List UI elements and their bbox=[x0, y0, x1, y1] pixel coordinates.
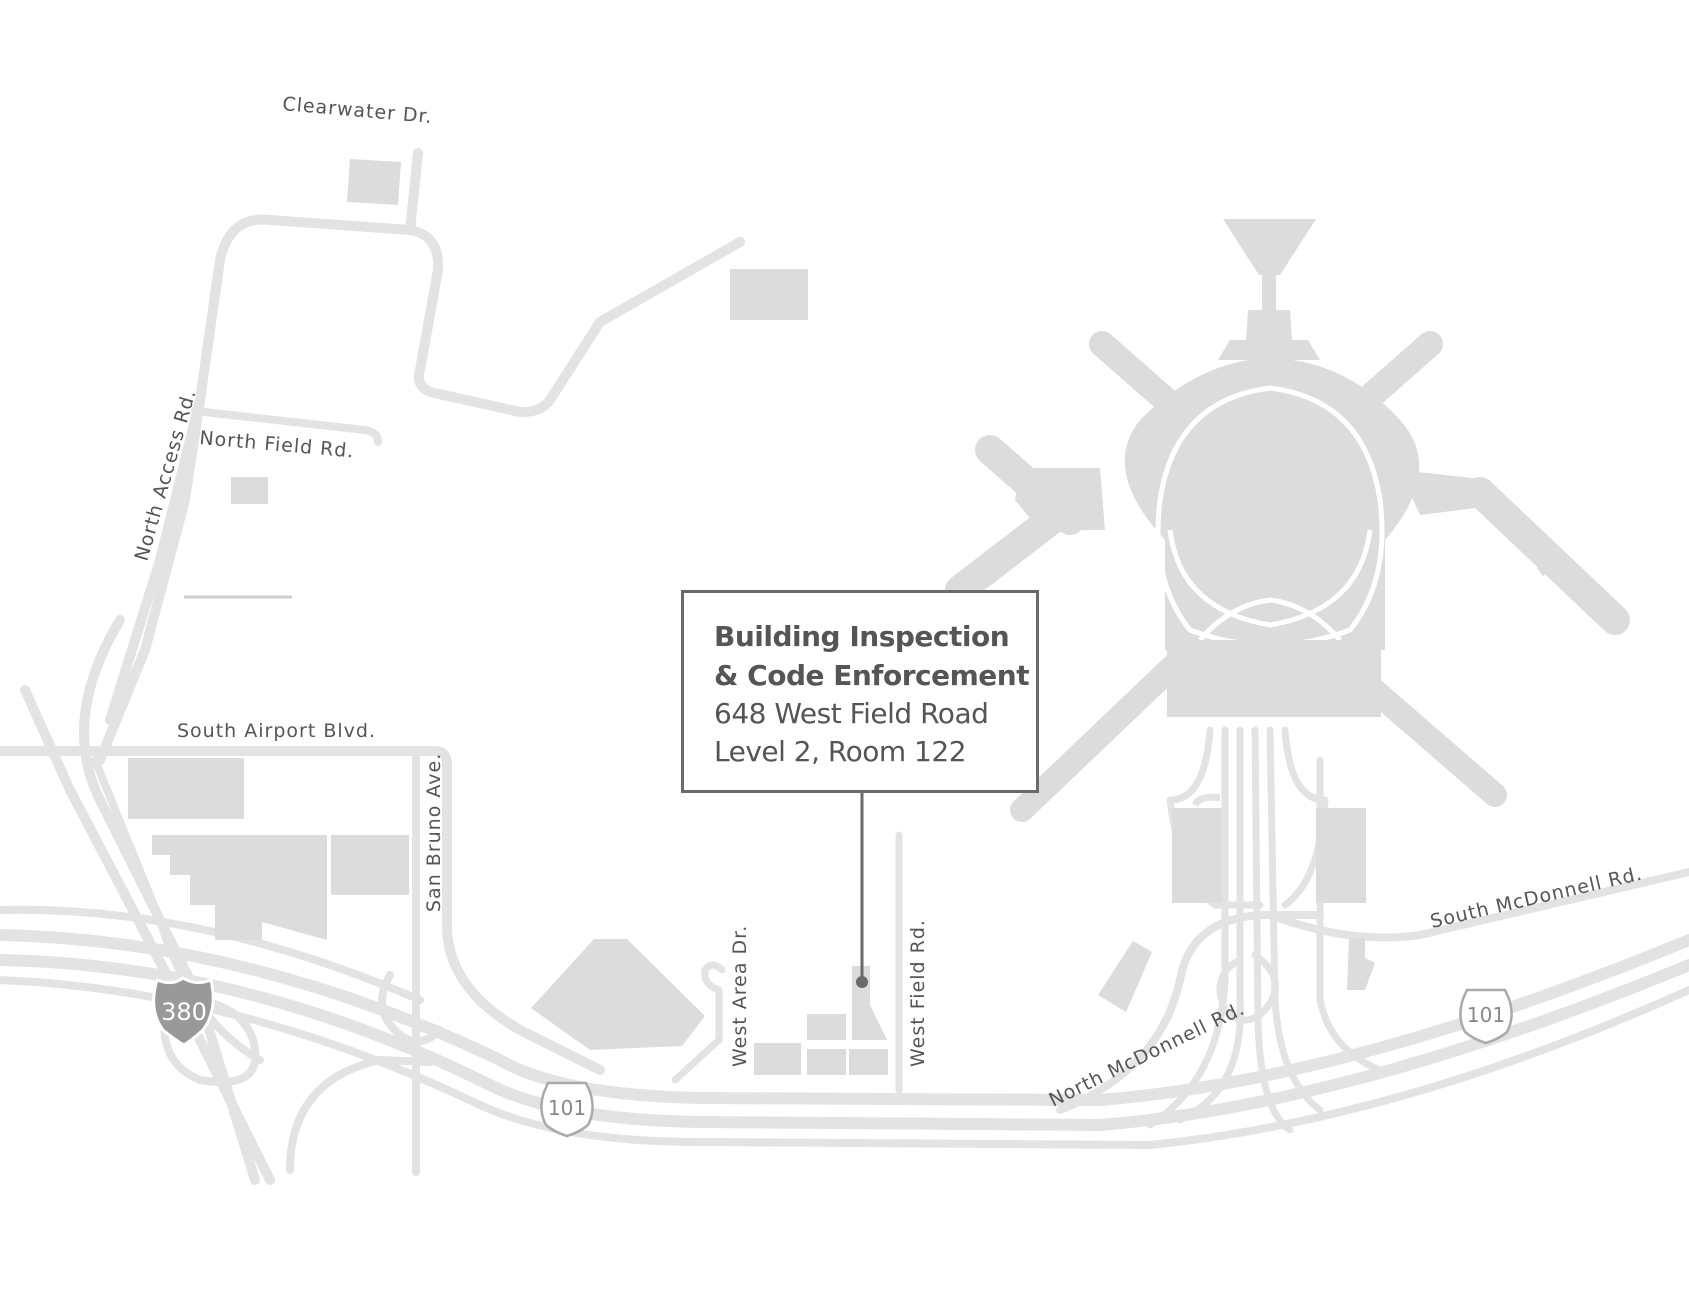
hwy-380-a bbox=[79, 615, 260, 1185]
road-network bbox=[0, 148, 1689, 1185]
shield-101-east-label: 101 bbox=[1467, 1003, 1505, 1027]
building-sab-2 bbox=[152, 835, 327, 940]
road-terminal-access-3 bbox=[1266, 726, 1324, 1114]
road-north-access bbox=[95, 395, 205, 765]
hwy-101-a bbox=[0, 929, 1689, 1106]
buildings bbox=[128, 159, 1375, 1075]
label-south-mcdonnell: South McDonnell Rd. bbox=[1428, 863, 1644, 933]
hwy-101-d bbox=[0, 905, 424, 1004]
us-route-shield-icon bbox=[1459, 988, 1513, 1045]
hwy-ramp-sw bbox=[286, 1056, 434, 1174]
building-wf-1 bbox=[754, 1043, 801, 1075]
location-callout: Building Inspection & Code Enforcement 6… bbox=[681, 590, 1039, 793]
concourse-w-block bbox=[1015, 468, 1105, 530]
tower-base bbox=[1246, 310, 1292, 340]
concourse-w-pier bbox=[945, 502, 1070, 605]
callout-address-line1: 648 West Field Road bbox=[714, 697, 989, 730]
building-east-small bbox=[1347, 938, 1375, 990]
label-clearwater: Clearwater Dr. bbox=[282, 93, 434, 128]
shield-interstate-380: 380 bbox=[152, 976, 215, 1047]
concourse-e-block bbox=[1400, 470, 1500, 515]
hwy-ramp-west bbox=[160, 986, 260, 1086]
concourse-e-stub-2 bbox=[1537, 550, 1566, 577]
building-sab-3 bbox=[331, 835, 409, 895]
callout-title-line1: Building Inspection bbox=[714, 620, 1010, 653]
tower-top bbox=[1223, 219, 1316, 275]
label-san-bruno: San Bruno Ave. bbox=[423, 753, 445, 912]
road-clearwater-loop bbox=[105, 148, 423, 725]
label-south-airport: South Airport Blvd. bbox=[177, 720, 376, 742]
terminal-lower bbox=[1167, 640, 1381, 717]
shield-380-label: 380 bbox=[161, 998, 207, 1026]
shield-us-101-west: 101 bbox=[540, 1081, 594, 1138]
label-west-area: West Area Dr. bbox=[729, 925, 751, 1067]
location-marker-icon bbox=[856, 976, 868, 988]
garage-east bbox=[1316, 808, 1366, 903]
concourse-e-stub-1 bbox=[1494, 505, 1523, 532]
garage-cap-w bbox=[1191, 793, 1221, 807]
hwy-101-b bbox=[0, 954, 1689, 1131]
concourse-sw bbox=[1010, 633, 1207, 822]
building-648-west-field bbox=[852, 966, 887, 1040]
concourse-e-pier bbox=[1465, 477, 1630, 635]
road-north-field bbox=[191, 407, 382, 446]
tower-neck bbox=[1218, 340, 1320, 360]
building-wf-4 bbox=[849, 1049, 888, 1075]
building-north-mid bbox=[730, 269, 808, 320]
terminal-inner-road bbox=[1167, 529, 1373, 628]
building-north-field bbox=[231, 477, 268, 504]
shield-101-west-label: 101 bbox=[548, 1096, 586, 1120]
label-west-field: West Field Rd. bbox=[907, 919, 929, 1067]
terminal-complex bbox=[945, 219, 1630, 903]
building-clearwater bbox=[347, 159, 401, 205]
hwy-ramp-loop bbox=[378, 971, 444, 1046]
callout-address-line2: Level 2, Room 122 bbox=[714, 735, 967, 768]
shield-us-101-east: 101 bbox=[1459, 988, 1513, 1045]
callout-leader bbox=[856, 793, 868, 988]
terminal-core bbox=[1178, 410, 1362, 600]
building-wf-2 bbox=[807, 1014, 846, 1040]
road-terminal-loop bbox=[1216, 951, 1279, 1024]
tower-stem bbox=[1262, 270, 1276, 310]
road-terminal-access-4 bbox=[1146, 726, 1229, 1129]
road-terminal-east bbox=[1316, 756, 1384, 1074]
terminal-ring-road bbox=[1155, 385, 1385, 648]
road-south-airport bbox=[0, 746, 605, 1075]
building-diamond bbox=[531, 939, 705, 1050]
building-mcdonnell bbox=[1098, 941, 1152, 1012]
building-wf-3 bbox=[807, 1049, 846, 1075]
hwy-101-c bbox=[0, 976, 1689, 1149]
label-north-field: North Field Rd. bbox=[199, 427, 356, 462]
road-south-mcdonnell bbox=[1266, 868, 1689, 942]
road-terminal-access-1 bbox=[1176, 726, 1244, 1124]
road-garage-loop-e bbox=[1281, 726, 1329, 909]
callout-title-line2: & Code Enforcement bbox=[714, 659, 1030, 692]
hwy-380-b bbox=[20, 685, 275, 1185]
garage-west bbox=[1172, 808, 1222, 903]
road-west-area bbox=[671, 961, 726, 1084]
building-sab-1 bbox=[128, 758, 244, 819]
interstate-shield-icon bbox=[152, 976, 215, 1047]
us-route-shield-icon bbox=[540, 1081, 594, 1138]
road-north-loop-east bbox=[405, 225, 745, 418]
road-terminal-access-2 bbox=[1251, 726, 1294, 1134]
terminal-inner-road-2 bbox=[1198, 597, 1342, 642]
